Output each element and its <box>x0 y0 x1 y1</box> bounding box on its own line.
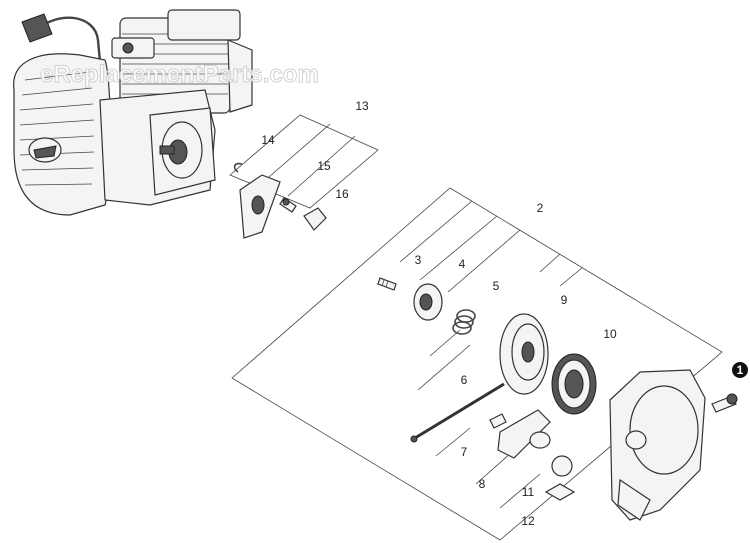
callout-16: 16 <box>335 187 349 201</box>
callout-12: 12 <box>521 514 535 528</box>
callout-1: 1 <box>737 363 744 377</box>
callout-14: 14 <box>261 133 275 147</box>
parts-group-13 <box>229 114 379 239</box>
callout-11: 11 <box>522 485 535 499</box>
callout-6: 6 <box>461 373 468 387</box>
callout-5: 5 <box>493 279 500 293</box>
callout-1-badge: 1 <box>732 362 748 378</box>
callout-4: 4 <box>459 257 466 271</box>
callout-9: 9 <box>561 293 568 307</box>
callout-10: 10 <box>603 327 617 341</box>
watermark: eReplacementParts.com <box>40 61 319 88</box>
callout-7: 7 <box>461 445 468 459</box>
callout-labels: 1 2 3 4 5 6 7 8 9 10 11 12 13 14 15 16 <box>261 99 748 528</box>
callout-15: 15 <box>317 159 331 173</box>
callout-8: 8 <box>479 477 486 491</box>
callout-3: 3 <box>415 253 422 267</box>
parts-group-2 <box>231 187 738 541</box>
callout-13: 13 <box>355 99 369 113</box>
engine-assembly <box>13 9 253 216</box>
callout-2: 2 <box>537 201 544 215</box>
